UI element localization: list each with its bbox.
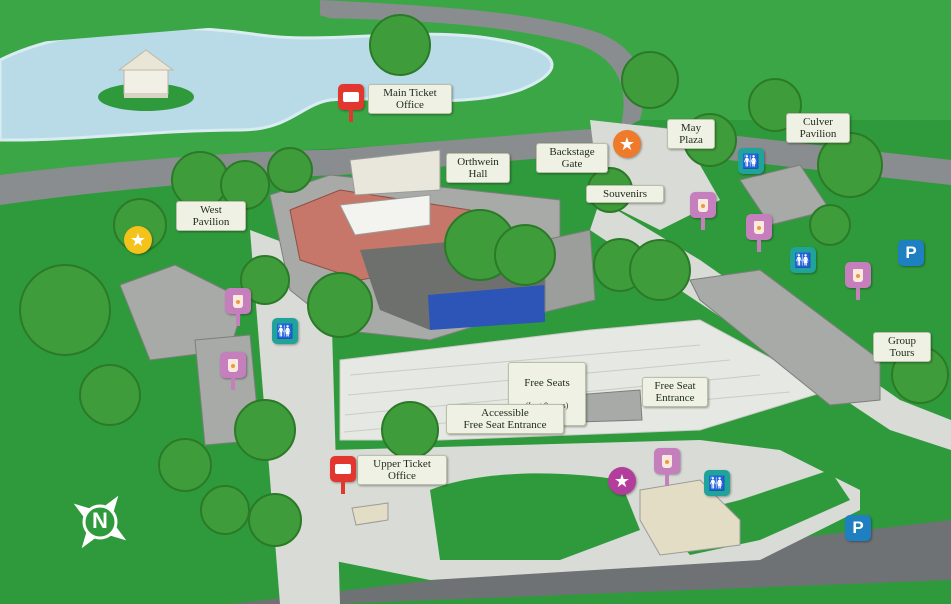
stage bbox=[428, 285, 545, 330]
upper-ticket-booth bbox=[351, 502, 389, 526]
restroom-icon[interactable]: 🚻 bbox=[704, 470, 730, 496]
label-may-plaza: May Plaza bbox=[667, 119, 715, 149]
label-group-tours: Group Tours bbox=[873, 332, 931, 362]
plaza-lawn-1 bbox=[430, 473, 640, 560]
label-culver-pavilion: Culver Pavilion bbox=[786, 113, 850, 143]
ticket-glyph bbox=[335, 464, 351, 474]
star-icon[interactable]: ★ bbox=[613, 130, 641, 158]
cup-icon[interactable] bbox=[690, 192, 716, 230]
east-concourse-building bbox=[689, 269, 881, 406]
restroom-icon[interactable]: 🚻 bbox=[738, 148, 764, 174]
star-icon[interactable]: ★ bbox=[608, 467, 636, 495]
roof-canopy bbox=[339, 194, 431, 236]
gazebo bbox=[117, 49, 175, 98]
ticket-icon[interactable] bbox=[330, 456, 356, 494]
star-icon[interactable]: ★ bbox=[124, 226, 152, 254]
upper-road bbox=[320, 0, 644, 130]
label-main-ticket-office: Main Ticket Office bbox=[368, 84, 452, 114]
label-upper-ticket-office: Upper Ticket Office bbox=[357, 455, 447, 485]
cup-icon[interactable] bbox=[654, 448, 680, 486]
stage-tower bbox=[544, 229, 596, 313]
cup-icon[interactable] bbox=[225, 288, 251, 326]
cup-icon[interactable] bbox=[746, 214, 772, 252]
compass-letter: N bbox=[92, 508, 108, 533]
free-seats-title: Free Seats bbox=[524, 377, 570, 389]
label-free-seat-entrance: Free Seat Entrance bbox=[642, 377, 708, 407]
label-west-pavilion: West Pavilion bbox=[176, 201, 246, 231]
ticket-icon[interactable] bbox=[338, 84, 364, 122]
ticket-glyph bbox=[343, 92, 359, 102]
restroom-building bbox=[639, 479, 741, 556]
label-accessible-free-seat-entrance: Accessible Free Seat Entrance bbox=[446, 404, 564, 434]
restroom-icon[interactable]: 🚻 bbox=[272, 318, 298, 344]
main-ticket-building bbox=[349, 149, 441, 196]
label-backstage-gate: Backstage Gate bbox=[536, 143, 608, 173]
parking-icon[interactable]: P bbox=[898, 240, 924, 266]
label-orthwein-hall: Orthwein Hall bbox=[446, 153, 510, 183]
restroom-icon[interactable]: 🚻 bbox=[790, 247, 816, 273]
label-souvenirs: Souvenirs bbox=[586, 185, 664, 203]
cup-icon[interactable] bbox=[845, 262, 871, 300]
compass-rose-icon bbox=[73, 495, 127, 549]
cup-icon[interactable] bbox=[220, 352, 246, 390]
parking-icon[interactable]: P bbox=[845, 515, 871, 541]
